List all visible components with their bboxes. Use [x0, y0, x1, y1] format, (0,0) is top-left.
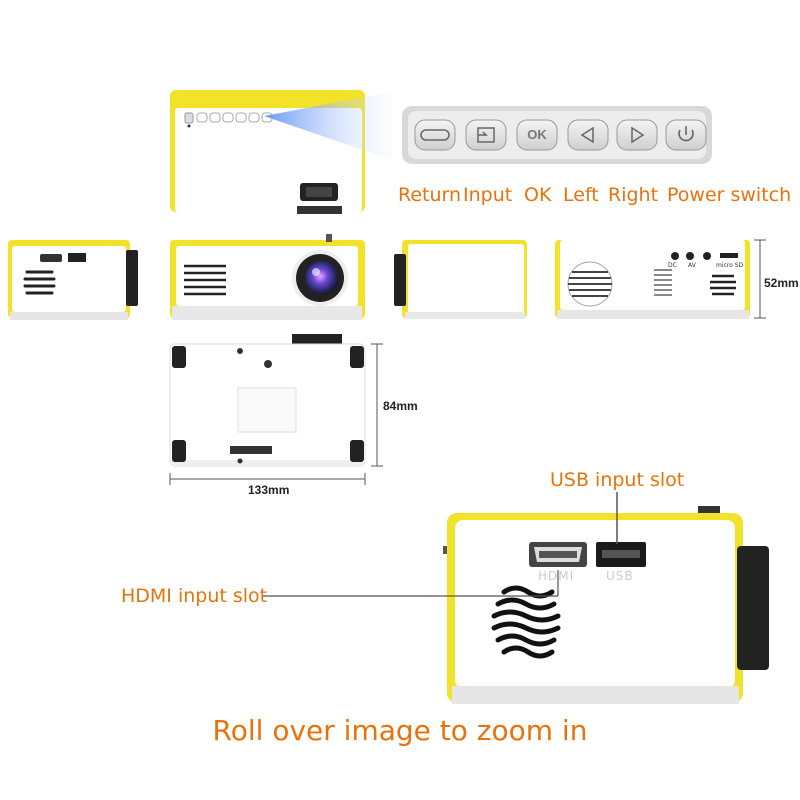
label-left: Left [563, 184, 599, 206]
label-ok: OK [524, 184, 552, 206]
port-label-av: AV [688, 262, 696, 269]
usb-port-caption: USB [606, 569, 634, 583]
ok-button-glyph: OK [527, 127, 547, 142]
ok-icon [516, 119, 558, 151]
hdmi-input-slot-label: HDMI input slot [121, 585, 268, 607]
width-dimension-label: 133mm [248, 483, 290, 497]
label-input: Input [463, 184, 513, 206]
height-dimension-label: 52mm [764, 276, 799, 290]
zoom-hint: Roll over image to zoom in [212, 714, 588, 747]
label-return: Return [398, 184, 462, 206]
bottom-view [169, 334, 366, 467]
side-closeup [443, 506, 769, 704]
light-beam [264, 92, 392, 160]
right-side-view [394, 240, 527, 319]
label-power-switch: Power switch [667, 184, 792, 206]
front-view [170, 234, 365, 320]
depth-dimension-label: 84mm [383, 399, 418, 413]
rear-view [555, 240, 750, 319]
return-icon [414, 119, 456, 151]
right-arrow-icon [616, 119, 658, 151]
usb-input-slot-label: USB input slot [550, 469, 685, 491]
height-dimension-line [754, 239, 766, 319]
input-icon [465, 119, 507, 151]
left-arrow-icon [567, 119, 609, 151]
label-right: Right [608, 184, 659, 206]
width-dimension-line [169, 473, 366, 485]
port-label-micro-sd: micro SD [716, 262, 744, 269]
depth-dimension-line [371, 343, 383, 467]
power-icon [665, 119, 707, 151]
hdmi-port-caption: HDMI [538, 569, 575, 583]
left-side-view [8, 240, 138, 320]
port-label-dc: DC [668, 262, 677, 269]
